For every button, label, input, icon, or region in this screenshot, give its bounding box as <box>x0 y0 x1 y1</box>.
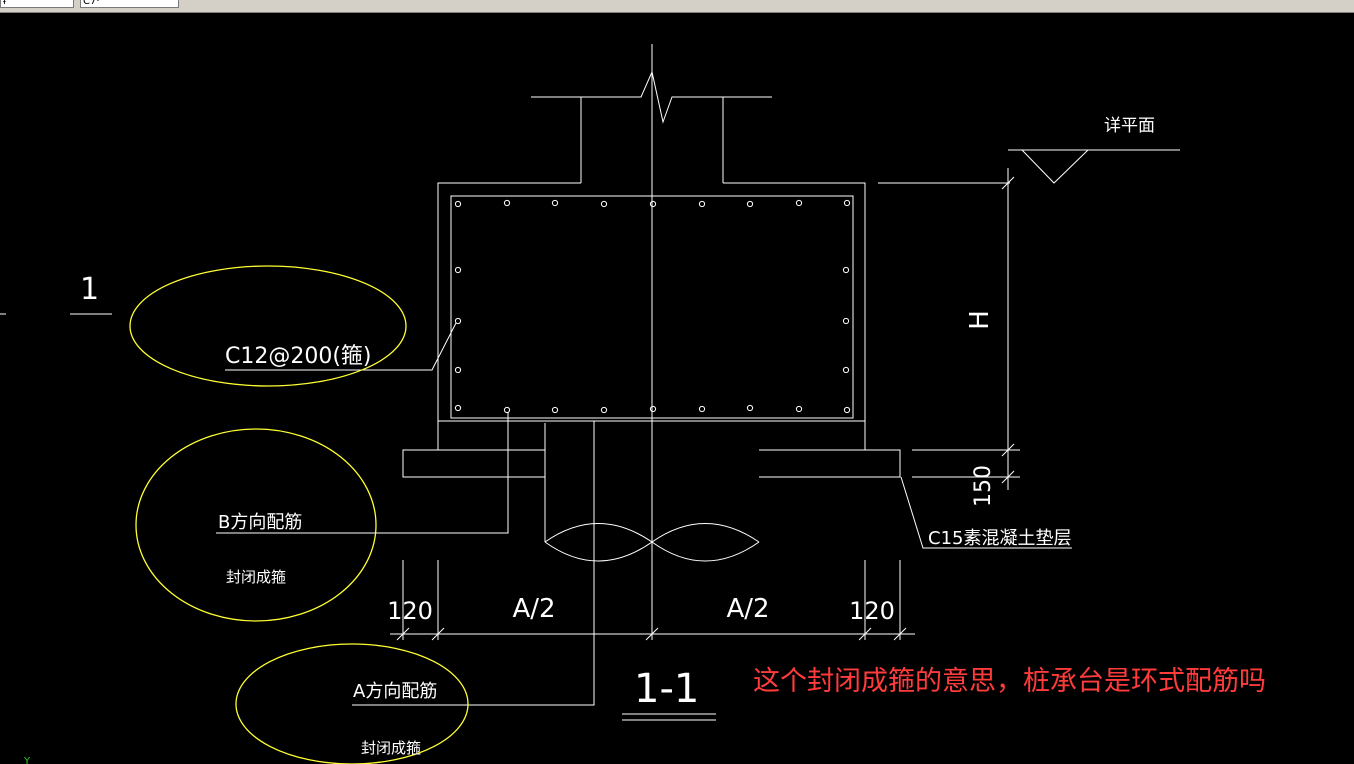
section-title: 1-1 <box>634 666 699 712</box>
cushion-label: C15素混凝土垫层 <box>928 528 1071 549</box>
section-mark: 1 <box>80 272 99 307</box>
y-axis-indicator: Y <box>23 756 31 764</box>
highlight-ellipse-rebar <box>129 265 407 387</box>
cad-drawing-canvas[interactable]: 1 C12@200(箍) B方向配筋 封闭成箍 A方向配筋 封闭成箍 C15素混… <box>0 13 1354 764</box>
style-dropdown[interactable]: C7· <box>80 0 179 8</box>
dimension-h: H <box>965 310 995 330</box>
cad-geometry <box>0 44 1180 721</box>
b-direction-label: B方向配筋 <box>218 512 302 533</box>
closed-stirrup-label-1: 封闭成箍 <box>226 568 286 586</box>
dimension-a-half-right: A/2 <box>726 594 769 624</box>
highlight-ellipse-a-direction <box>235 643 469 764</box>
dimension-a-half-left: A/2 <box>512 594 555 624</box>
rebar-label: C12@200(箍) <box>225 344 372 369</box>
question-annotation: 这个封闭成箍的意思，桩承台是环式配筋吗 <box>753 666 1266 697</box>
dimension-120-right: 120 <box>849 597 895 625</box>
layer-dropdown[interactable]: ɨ <box>0 0 74 8</box>
cad-toolbar: ɨ C7· <box>0 0 1354 13</box>
closed-stirrup-label-2: 封闭成箍 <box>361 739 421 757</box>
plan-ref-label: 详平面 <box>1104 116 1155 136</box>
highlight-ellipses <box>129 265 469 764</box>
highlight-ellipse-b-direction <box>135 428 377 622</box>
dimension-120-left: 120 <box>387 597 433 625</box>
rebar-dots <box>454 199 851 414</box>
a-direction-label: A方向配筋 <box>353 681 437 702</box>
dimension-150: 150 <box>971 465 996 507</box>
